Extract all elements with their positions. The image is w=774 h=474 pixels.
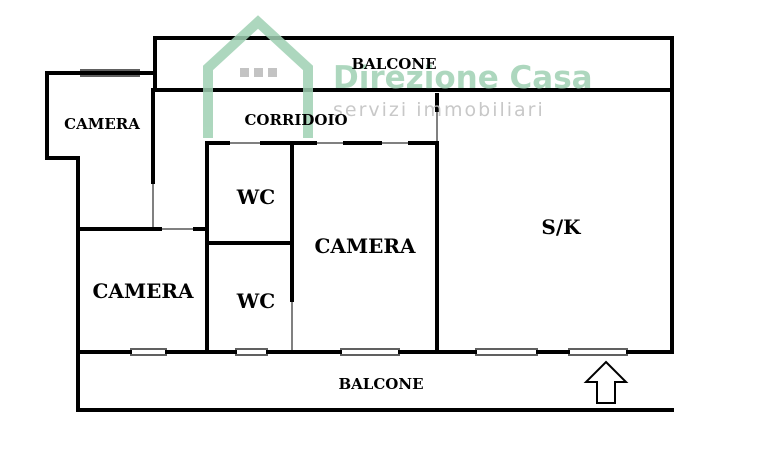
label-wc-upper: WC xyxy=(236,185,275,209)
label-soggiorno-cucina: S/K xyxy=(541,215,581,239)
label-camera-center: CAMERA xyxy=(315,234,416,258)
walls xyxy=(45,36,674,412)
up-arrow-icon xyxy=(583,360,629,404)
label-camera-left: CAMERA xyxy=(93,279,194,303)
house-logo-icon xyxy=(203,15,313,138)
room-labels: BALCONE CORRIDOIO CAMERA WC WC CAMERA CA… xyxy=(64,55,581,393)
label-balcone-top: BALCONE xyxy=(351,55,436,73)
label-corridoio: CORRIDOIO xyxy=(244,111,347,129)
doors xyxy=(152,110,438,350)
watermark-tagline: servizi immobiliari xyxy=(333,99,545,121)
label-camera-top-left: CAMERA xyxy=(64,115,140,133)
watermark-brand: Direzione Casa xyxy=(333,60,593,96)
label-balcone-bottom: BALCONE xyxy=(338,375,423,393)
label-wc-lower: WC xyxy=(236,289,275,313)
windows xyxy=(80,69,628,356)
watermark: Direzione Casa servizi immobiliari xyxy=(203,15,593,138)
